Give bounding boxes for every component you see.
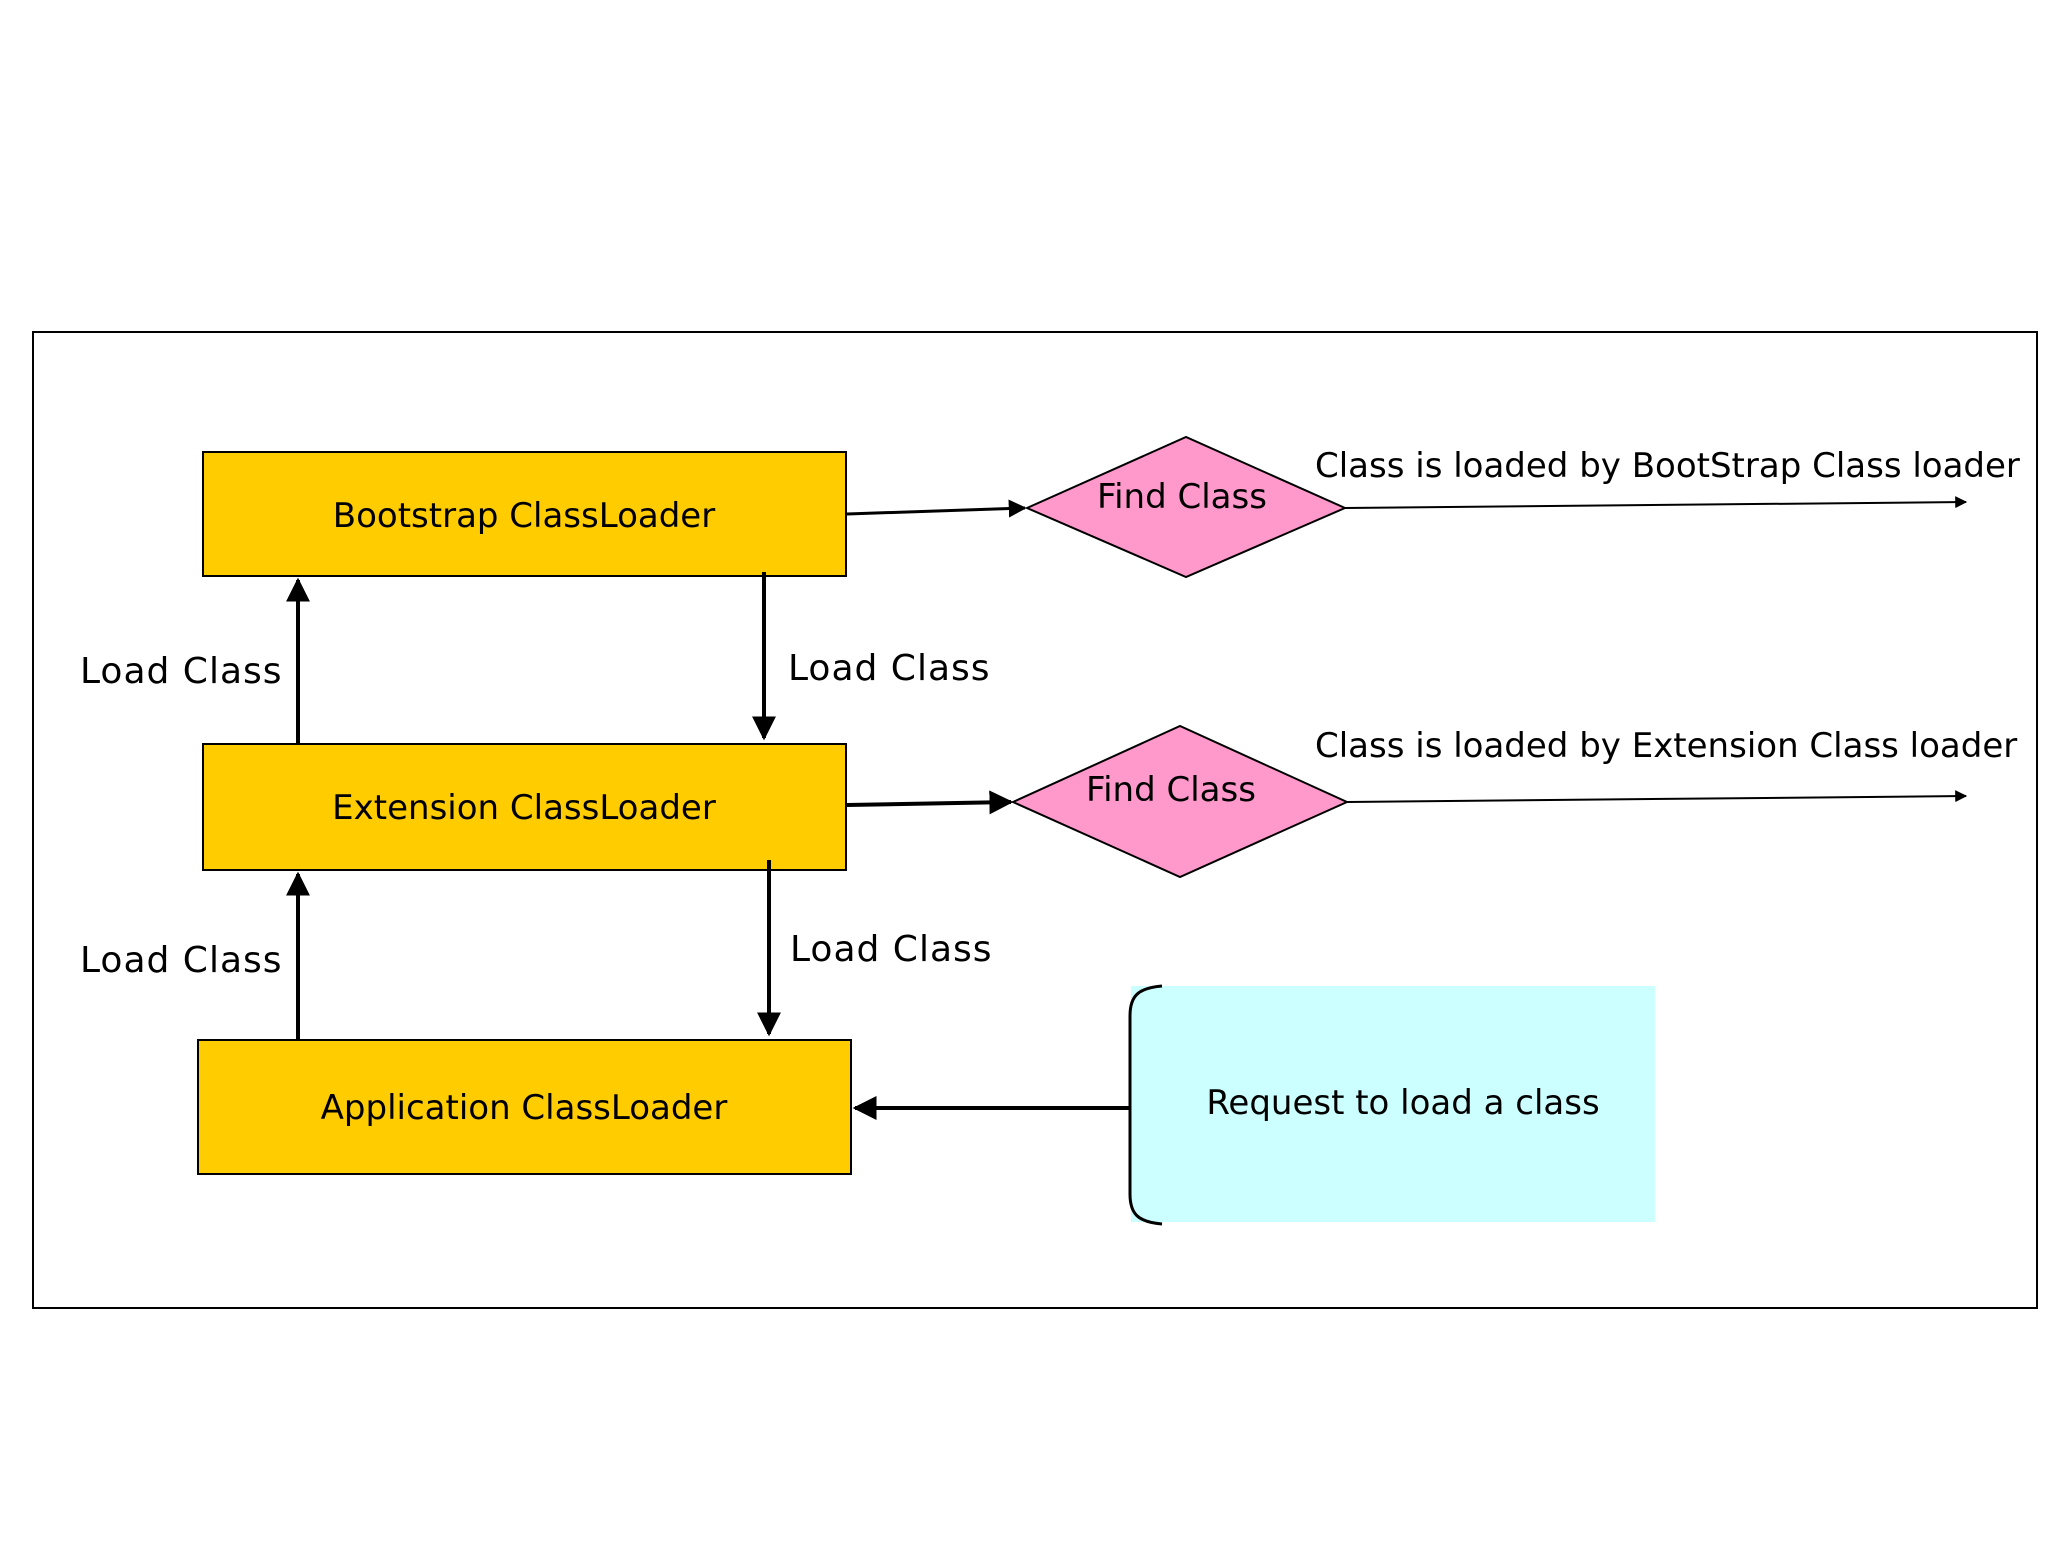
arrow-extension-result [1346, 790, 1968, 803]
find-class-bootstrap-label: Find Class [1097, 477, 1267, 517]
extension-classloader-label: Extension ClassLoader [332, 788, 716, 828]
application-classloader-label: Application ClassLoader [321, 1088, 728, 1128]
diagram-frame [32, 331, 2038, 1309]
bootstrap-classloader-box: Bootstrap ClassLoader [202, 451, 847, 577]
label-load-class-upper-right: Load Class [788, 648, 991, 689]
label-load-class-lower-right: Load Class [790, 929, 993, 970]
find-class-diamond-bootstrap: Find Class [1024, 435, 1348, 579]
label-load-class-upper-left: Load Class [80, 651, 283, 692]
extension-classloader-box: Extension ClassLoader [202, 743, 847, 871]
find-class-extension-label: Find Class [1086, 770, 1256, 810]
label-bootstrap-result: Class is loaded by BootStrap Class loade… [1315, 446, 2020, 486]
application-classloader-box: Application ClassLoader [197, 1039, 852, 1175]
arrow-boot-to-find [846, 499, 1027, 518]
arrow-ext-to-find [846, 790, 1014, 815]
request-label: Request to load a class [1206, 1083, 1599, 1123]
arrow-bootstrap-result [1344, 496, 1968, 509]
label-extension-result: Class is loaded by Extension Class loade… [1315, 726, 2017, 766]
request-box: Request to load a class [1128, 984, 1655, 1226]
label-load-class-lower-left: Load Class [80, 940, 283, 981]
bootstrap-classloader-label: Bootstrap ClassLoader [333, 496, 715, 536]
find-class-diamond-extension: Find Class [1010, 724, 1350, 879]
